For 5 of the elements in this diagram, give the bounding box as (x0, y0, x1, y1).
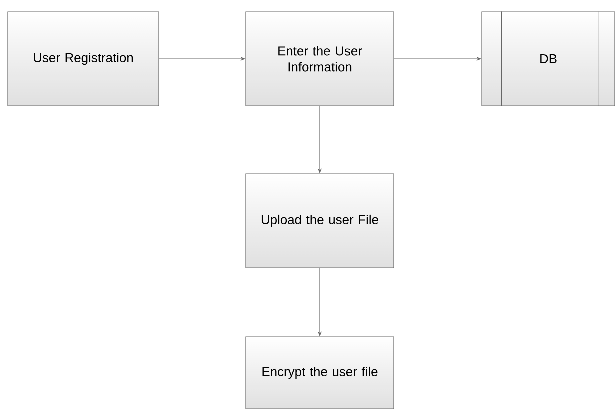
storage-box: DB (482, 11, 616, 107)
process-box: Upload the user File (246, 174, 394, 268)
process-box: User Registration (8, 12, 160, 106)
process-box: Encrypt the user file (246, 336, 394, 410)
process-box: Enter the User Information (246, 12, 394, 106)
